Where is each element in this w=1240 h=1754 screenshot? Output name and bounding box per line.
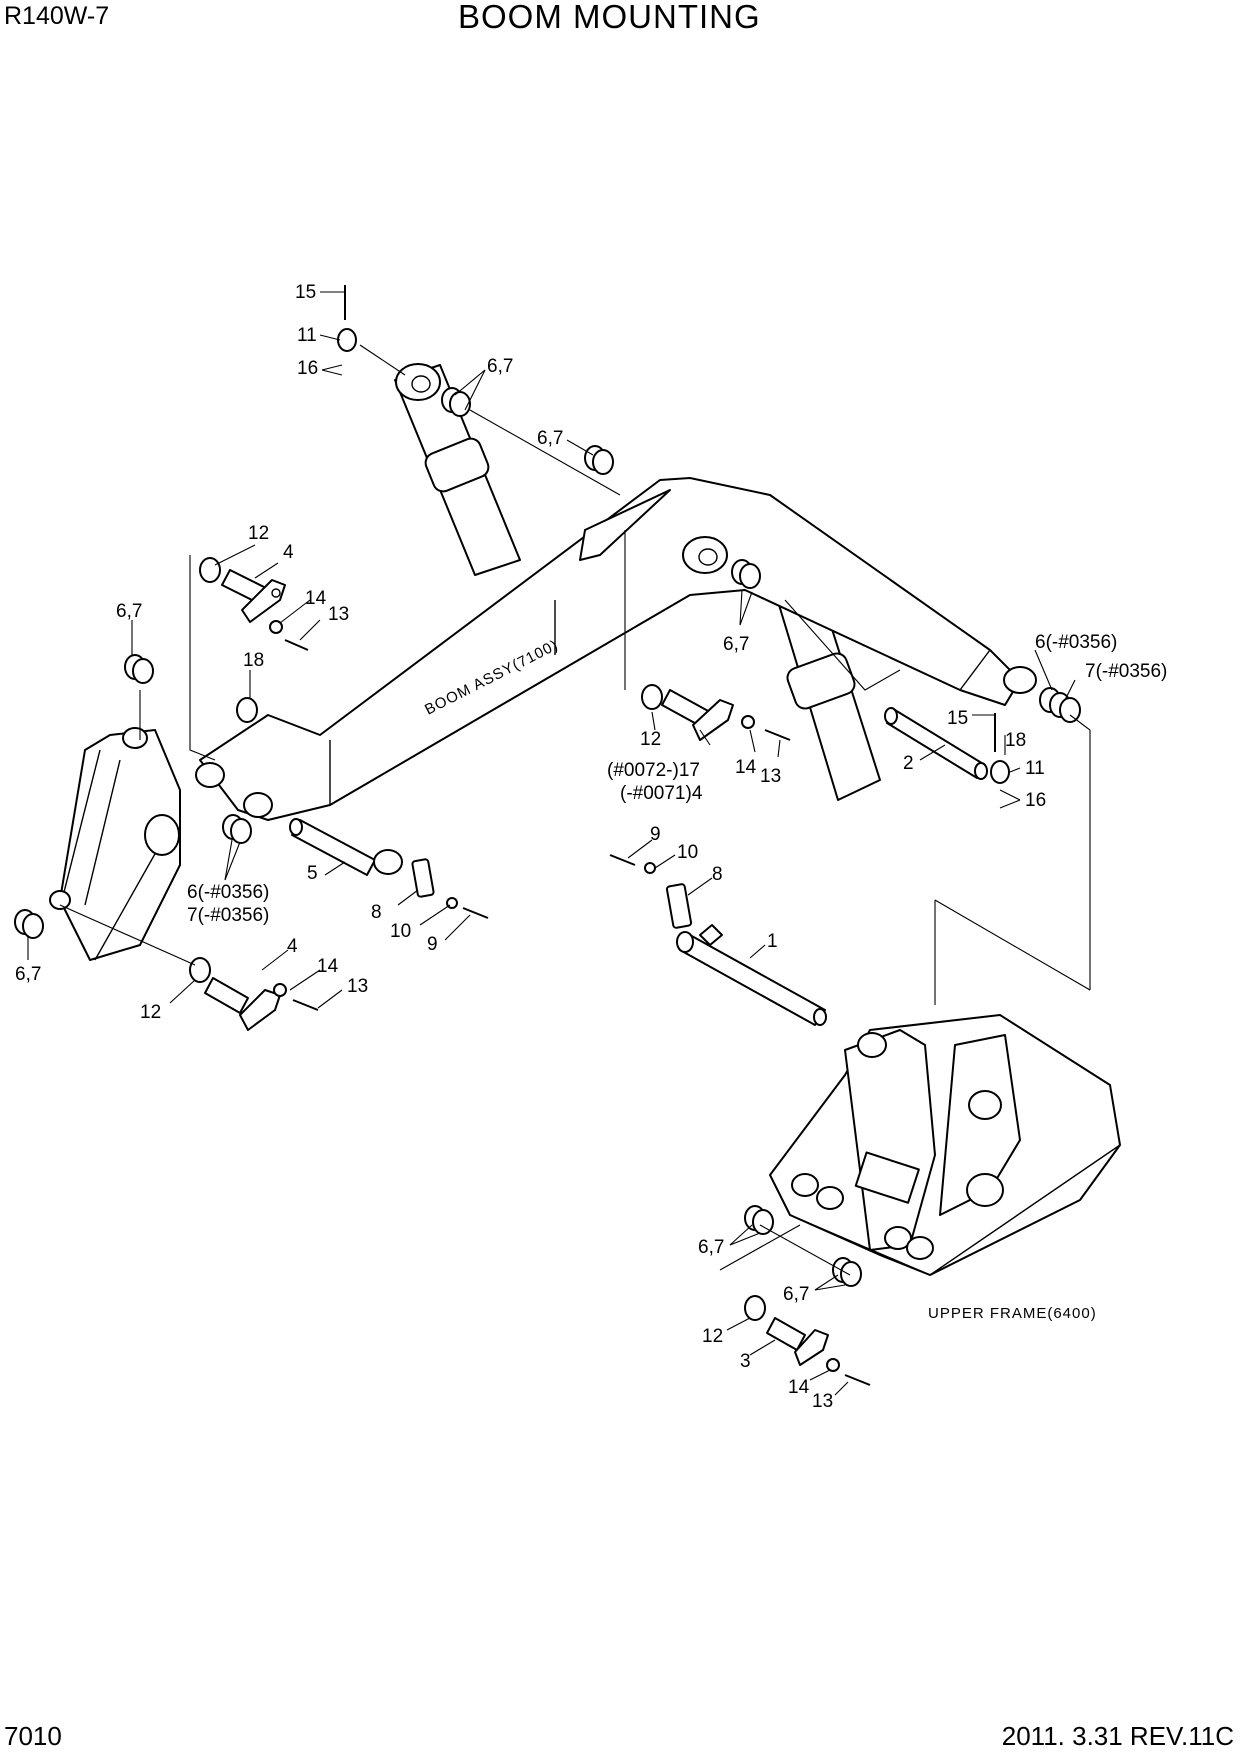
callout-18: 18 (243, 650, 264, 671)
callout-3: 3 (740, 1351, 751, 1372)
callout-2: 2 (903, 753, 914, 774)
pin-2 (884, 707, 988, 780)
callout-9: 9 (427, 934, 438, 955)
callout-4: 4 (287, 936, 298, 957)
pin-5 (289, 818, 403, 876)
callout-5: 5 (307, 863, 318, 884)
callout-14: 14 (788, 1377, 810, 1398)
callout-8: 8 (712, 864, 723, 885)
leader-lines (27, 291, 1076, 1396)
callout-6-7: 6,7 (698, 1237, 724, 1258)
callout-6-7: 6,7 (487, 356, 513, 377)
boom-foot-bracket (49, 727, 181, 961)
callout-6: 6(-#0356) (1035, 632, 1117, 653)
callout-12: 12 (140, 1002, 161, 1023)
callout-13: 13 (347, 976, 368, 997)
callout-4: 4 (283, 542, 294, 563)
boom-cylinder-right (761, 559, 881, 801)
callout-6-7: 6,7 (15, 964, 41, 985)
page-number: 7010 (4, 1721, 62, 1751)
callout-6-7: 6,7 (783, 1284, 809, 1305)
plate-8-left (411, 858, 435, 898)
callout-14: 14 (735, 757, 757, 778)
callout-12: 12 (248, 523, 269, 544)
callout-12: 12 (640, 729, 661, 750)
shims-and-washers (14, 328, 1081, 1372)
callout-15: 15 (947, 708, 968, 729)
callout-9: 9 (650, 824, 661, 845)
callout-18: 18 (1005, 730, 1026, 751)
callout-11: 11 (1025, 758, 1045, 779)
callout-16: 16 (1025, 790, 1046, 811)
callout-6: 6(-#0356) (187, 882, 269, 903)
upper-frame: UPPER FRAME(6400) (769, 1014, 1121, 1322)
pin-4-top (221, 569, 286, 623)
callout-10: 10 (390, 921, 411, 942)
callout-6-7: 6,7 (116, 601, 142, 622)
callout-1: 1 (767, 931, 778, 952)
alignment-lines (59, 344, 1091, 1276)
pin-1 (676, 924, 827, 1026)
callout-14: 14 (317, 956, 339, 977)
callout-13: 13 (760, 766, 781, 787)
bolts (284, 285, 996, 1386)
pin-3 (766, 1317, 829, 1366)
revision-date: 2011. 3.31 REV.11C (1001, 1721, 1234, 1751)
callout-12: 12 (702, 1326, 723, 1347)
upper-frame-label: UPPER FRAME(6400) (928, 1305, 1097, 1322)
callout-6-7: 6,7 (723, 634, 749, 655)
plate-8-center (665, 883, 693, 929)
callout-14: 14 (305, 588, 327, 609)
callout-11: 11 (297, 325, 317, 346)
callout-16: 16 (297, 358, 318, 379)
callout-7: 7(-#0356) (1085, 661, 1167, 682)
page-title: BOOM MOUNTING (458, 0, 761, 35)
callout-13: 13 (328, 604, 349, 625)
boom-cylinder-left (394, 363, 521, 576)
pin-17-4-mid (661, 689, 734, 741)
pin-4-bottom (204, 977, 281, 1031)
callout-10: 10 (677, 842, 698, 863)
callout-8: 8 (371, 902, 382, 923)
callout-13: 13 (812, 1391, 833, 1412)
callout-7: 7(-#0356) (187, 905, 269, 926)
callout-15: 15 (295, 282, 316, 303)
callout-labels: 15 11 16 6,7 6,7 12 4 14 13 6,7 18 6,7 6… (15, 282, 1167, 1412)
callout-4: (-#0071)4 (620, 783, 703, 804)
model-code: R140W-7 (4, 2, 110, 30)
callout-6-7: 6,7 (537, 428, 563, 449)
callout-17: (#0072-)17 (607, 760, 700, 781)
